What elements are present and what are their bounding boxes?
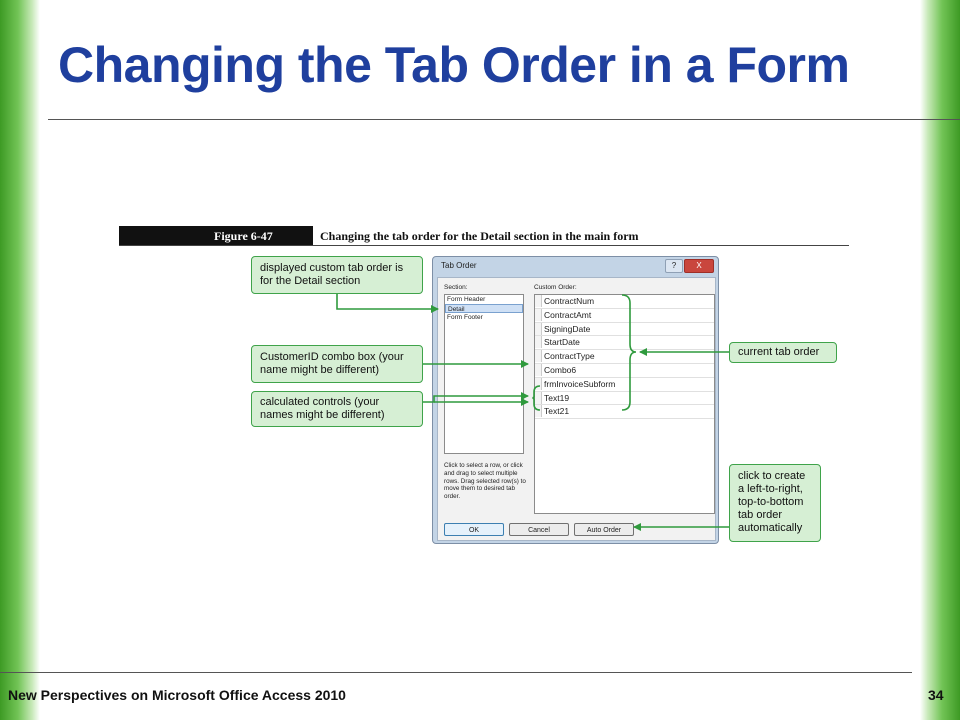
- section-item-form-header[interactable]: Form Header: [447, 296, 486, 303]
- custom-order-row[interactable]: ContractAmt: [535, 308, 714, 323]
- figure-label-bar: [119, 226, 313, 246]
- figure-caption: Changing the tab order for the Detail se…: [320, 229, 639, 243]
- custom-order-row[interactable]: ContractType: [535, 350, 714, 364]
- dialog-help-text: Click to select a row, or click and drag…: [444, 462, 526, 501]
- left-green-bar: [0, 0, 40, 720]
- row-selector[interactable]: [535, 363, 542, 376]
- row-selector[interactable]: [535, 336, 542, 349]
- callout-customer-combo: CustomerID combo box (your name might be…: [251, 345, 423, 383]
- title-divider: [48, 119, 960, 120]
- custom-order-item: Text19: [544, 392, 570, 403]
- slide-title: Changing the Tab Order in a Form: [58, 37, 850, 93]
- custom-order-item: ContractNum: [544, 296, 595, 306]
- row-selector[interactable]: [535, 295, 542, 307]
- custom-order-row[interactable]: ContractNum: [535, 295, 714, 309]
- section-item-form-footer[interactable]: Form Footer: [447, 314, 483, 321]
- row-selector[interactable]: [535, 322, 542, 335]
- custom-order-row[interactable]: Combo6: [535, 363, 714, 378]
- figure-label: Figure 6-47: [214, 229, 273, 243]
- custom-order-row[interactable]: frmInvoiceSubform: [535, 377, 714, 392]
- custom-order-list[interactable]: ContractNum ContractAmt SigningDate Star…: [534, 294, 715, 514]
- section-label: Section:: [444, 284, 468, 291]
- row-selector[interactable]: [535, 350, 542, 363]
- callout-auto-order-text: click to create a left-to-right, top-to-…: [738, 470, 806, 534]
- right-green-bar: [920, 0, 960, 720]
- section-item-detail[interactable]: Detail: [445, 304, 523, 313]
- custom-order-row[interactable]: StartDate: [535, 336, 714, 351]
- callout-current-tab-order: current tab order: [729, 342, 837, 363]
- section-list[interactable]: Form Header Detail Form Footer: [444, 294, 524, 454]
- dialog-title: Tab Order: [441, 261, 477, 270]
- custom-order-item: StartDate: [544, 337, 580, 348]
- custom-order-item: SigningDate: [544, 323, 591, 334]
- auto-order-button[interactable]: Auto Order: [574, 523, 634, 536]
- dialog-close-button[interactable]: X: [684, 259, 714, 273]
- custom-order-item: ContractType: [544, 351, 595, 362]
- tab-order-dialog: Tab Order ? X Section: Form Header Detai…: [432, 256, 719, 544]
- custom-order-row[interactable]: Text19: [535, 391, 714, 406]
- custom-order-item: Text21: [544, 406, 570, 417]
- row-selector[interactable]: [535, 308, 542, 321]
- row-selector[interactable]: [535, 391, 542, 404]
- callout-calculated-controls: calculated controls (your names might be…: [251, 391, 423, 427]
- callout-current-tab-order-text: current tab order: [738, 346, 820, 358]
- callout-detail-section: displayed custom tab order is for the De…: [251, 256, 423, 294]
- dialog-help-button[interactable]: ?: [665, 259, 683, 273]
- ok-button[interactable]: OK: [444, 523, 504, 536]
- page-number: 34: [928, 687, 944, 703]
- custom-order-row[interactable]: Text21: [535, 405, 714, 420]
- custom-order-label: Custom Order:: [534, 284, 577, 291]
- cancel-button[interactable]: Cancel: [509, 523, 569, 536]
- callout-auto-order: click to create a left-to-right, top-to-…: [729, 464, 821, 542]
- dialog-body: Section: Form Header Detail Form Footer …: [437, 277, 716, 541]
- figure-caption-rule: [119, 245, 849, 246]
- footer-text: New Perspectives on Microsoft Office Acc…: [8, 687, 346, 703]
- footer-divider: [0, 672, 912, 673]
- custom-order-item: frmInvoiceSubform: [544, 378, 616, 389]
- arrow-detail-section: [336, 294, 439, 313]
- row-selector[interactable]: [535, 377, 542, 390]
- row-selector[interactable]: [535, 405, 542, 418]
- callout-detail-section-text: displayed custom tab order is for the De…: [260, 262, 404, 287]
- custom-order-row[interactable]: SigningDate: [535, 322, 714, 337]
- custom-order-item: ContractAmt: [544, 309, 592, 320]
- custom-order-item: Combo6: [544, 364, 577, 375]
- callout-calculated-controls-text: calculated controls (your names might be…: [260, 396, 385, 421]
- callout-customer-combo-text: CustomerID combo box (your name might be…: [260, 351, 404, 376]
